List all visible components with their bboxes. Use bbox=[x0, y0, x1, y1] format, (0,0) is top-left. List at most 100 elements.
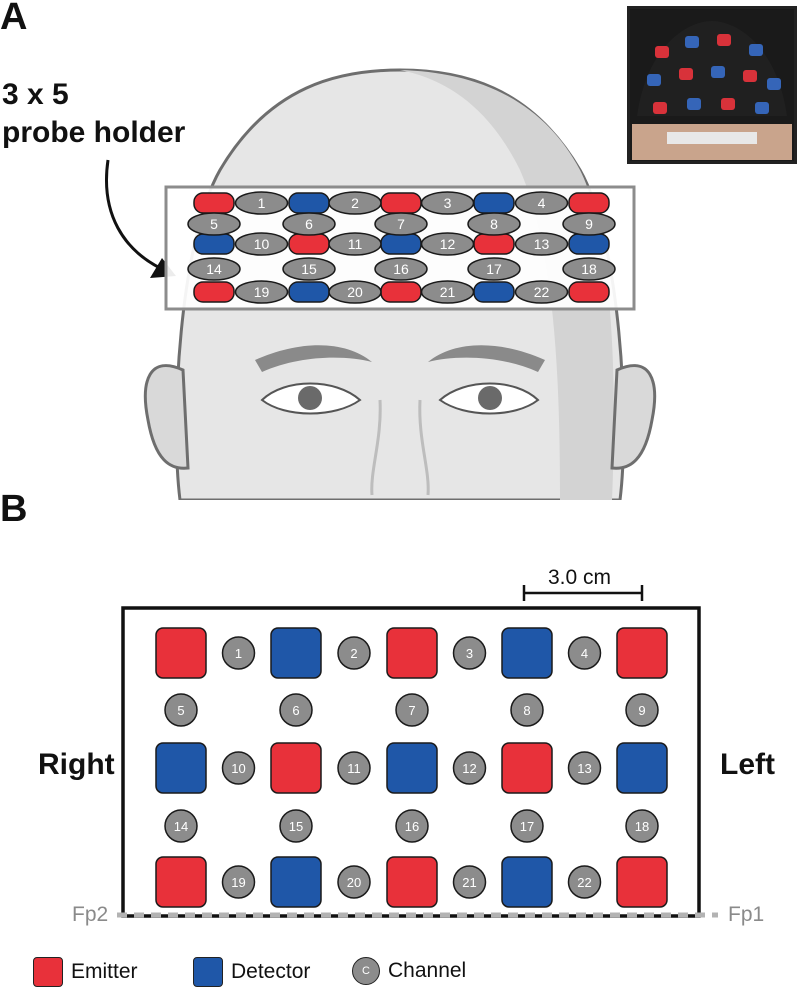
channel-label: 7 bbox=[408, 703, 415, 718]
channel-marker bbox=[510, 809, 544, 843]
channel-label: 19 bbox=[231, 875, 245, 890]
channel-marker bbox=[164, 809, 198, 843]
channel-swatch-symbol: C bbox=[362, 965, 370, 977]
channel-label: 20 bbox=[347, 875, 361, 890]
channel-marker bbox=[234, 232, 289, 256]
channel-label: 10 bbox=[254, 236, 270, 252]
channel-marker bbox=[187, 212, 241, 236]
channel-marker bbox=[221, 865, 256, 899]
detector-optode bbox=[270, 856, 322, 908]
detector-swatch bbox=[193, 957, 223, 987]
channel-label: 21 bbox=[440, 284, 456, 300]
channel-marker bbox=[567, 636, 602, 670]
probe-holder-label: 3 x 5 probe holder bbox=[2, 76, 185, 152]
channel-label: 4 bbox=[581, 646, 588, 661]
channel-label: 11 bbox=[348, 236, 363, 252]
channel-label: 9 bbox=[585, 216, 593, 232]
channel-marker bbox=[221, 636, 256, 670]
channel-label: 2 bbox=[350, 646, 357, 661]
channel-marker bbox=[337, 865, 371, 899]
detector-optode bbox=[616, 742, 668, 794]
channel-marker bbox=[234, 280, 289, 304]
channel-marker bbox=[420, 232, 475, 256]
cap-photo bbox=[627, 6, 797, 164]
emitter-swatch bbox=[33, 957, 63, 987]
emitter-optode bbox=[380, 281, 422, 303]
emitter-optode bbox=[568, 192, 610, 214]
right-side-label: Right bbox=[38, 748, 115, 781]
emitter-optode bbox=[155, 627, 207, 679]
channel-label: 15 bbox=[289, 819, 303, 834]
channel-label: 13 bbox=[577, 761, 591, 776]
channel-marker bbox=[279, 809, 313, 843]
detector-optode bbox=[380, 233, 422, 255]
panel-a-letter: A bbox=[0, 0, 28, 38]
channel-label: 22 bbox=[534, 284, 550, 300]
emitter-optode bbox=[616, 627, 668, 679]
channel-marker bbox=[510, 693, 544, 727]
channel-label: 16 bbox=[393, 261, 409, 277]
emitter-optode bbox=[155, 856, 207, 908]
channel-marker bbox=[395, 693, 429, 727]
detector-optode bbox=[155, 742, 207, 794]
channel-marker bbox=[514, 280, 569, 304]
legend-channel: C Channel bbox=[352, 957, 466, 985]
channel-label: 12 bbox=[440, 236, 456, 252]
channel-label: 9 bbox=[638, 703, 645, 718]
channel-label: 1 bbox=[258, 195, 266, 211]
channel-marker bbox=[452, 865, 487, 899]
channel-marker bbox=[279, 693, 313, 727]
channel-swatch: C bbox=[352, 957, 380, 985]
cap-photo-sensors bbox=[647, 34, 781, 114]
channel-label: 22 bbox=[577, 875, 591, 890]
detector-optode bbox=[501, 627, 553, 679]
channel-marker bbox=[282, 212, 336, 236]
channel-marker bbox=[328, 232, 382, 256]
channel-marker bbox=[567, 865, 602, 899]
detector-optode bbox=[270, 627, 322, 679]
channel-marker bbox=[467, 257, 521, 281]
channel-label: 6 bbox=[292, 703, 299, 718]
channel-label: 3 bbox=[466, 646, 473, 661]
channel-marker bbox=[625, 693, 659, 727]
channel-label: 7 bbox=[397, 216, 405, 232]
emitter-optode bbox=[568, 281, 610, 303]
channel-marker bbox=[562, 257, 616, 281]
channel-marker bbox=[164, 693, 198, 727]
channel-label: 10 bbox=[231, 761, 245, 776]
legend-emitter-label: Emitter bbox=[71, 960, 138, 983]
detector-optode bbox=[473, 281, 515, 303]
emitter-optode bbox=[386, 627, 438, 679]
probe-holder-label-line2: probe holder bbox=[2, 116, 186, 149]
detector-optode bbox=[193, 233, 235, 255]
channel-label: 12 bbox=[462, 761, 476, 776]
channel-marker bbox=[187, 257, 241, 281]
left-side-label: Left bbox=[720, 748, 775, 781]
channel-marker bbox=[514, 232, 569, 256]
channel-marker bbox=[420, 280, 475, 304]
channel-label: 8 bbox=[523, 703, 530, 718]
channel-marker bbox=[234, 191, 289, 215]
channel-marker bbox=[374, 212, 428, 236]
legend-emitter: Emitter bbox=[33, 957, 138, 987]
channel-label: 20 bbox=[347, 284, 363, 300]
legend-channel-label: Channel bbox=[388, 959, 467, 982]
channel-label: 14 bbox=[206, 261, 222, 277]
probe-holder-label-line1: 3 x 5 bbox=[2, 78, 69, 111]
holder-arrow bbox=[105, 159, 161, 270]
channel-marker bbox=[328, 280, 382, 304]
channel-label: 19 bbox=[254, 284, 270, 300]
channel-label: 14 bbox=[174, 819, 188, 834]
channel-marker bbox=[467, 212, 521, 236]
channel-label: 13 bbox=[534, 236, 550, 252]
scale-bar bbox=[522, 585, 644, 601]
channel-marker bbox=[221, 751, 256, 785]
channel-marker bbox=[625, 809, 659, 843]
channel-marker bbox=[567, 751, 602, 785]
detector-optode bbox=[473, 192, 515, 214]
emitter-optode bbox=[386, 856, 438, 908]
channel-marker bbox=[562, 212, 616, 236]
emitter-optode bbox=[288, 233, 330, 255]
